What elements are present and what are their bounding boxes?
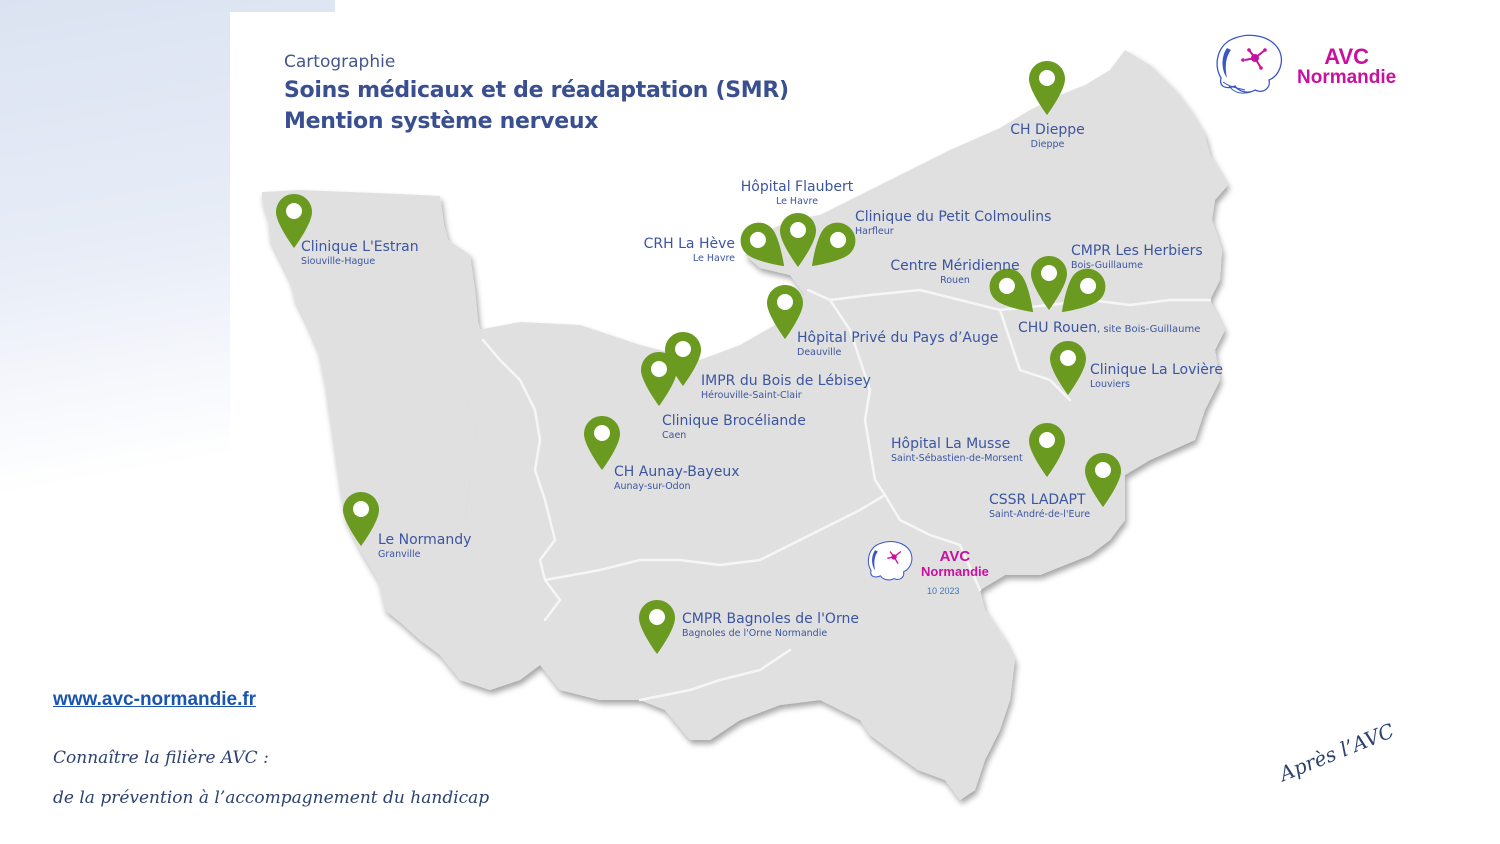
- map-pin-icon[interactable]: [639, 600, 675, 654]
- region-main: [465, 50, 1228, 800]
- logo-text-normandie: Normandie: [1297, 67, 1397, 89]
- facility-label: CH Dieppe Dieppe: [1010, 122, 1085, 150]
- facility-label: CMPR Les Herbiers Bois-Guillaume: [1071, 243, 1203, 271]
- map-pin-icon[interactable]: [584, 416, 620, 470]
- page-subtitle: Cartographie: [284, 52, 396, 72]
- facility-label: Hôpital Privé du Pays d’Auge Deauville: [797, 330, 999, 358]
- facility-label: Clinique Brocéliande Caen: [662, 413, 806, 441]
- map-pin-icon[interactable]: [343, 492, 379, 546]
- logo-text-avc: AVC: [939, 547, 971, 565]
- map-pin-icon[interactable]: [1031, 256, 1067, 310]
- website-link[interactable]: www.avc-normandie.fr: [53, 689, 257, 710]
- logo-text-avc: AVC: [1324, 43, 1370, 69]
- facility-label: Clinique La Lovière Louviers: [1090, 362, 1223, 390]
- page-title-mention: Mention système nerveux: [284, 109, 599, 134]
- logo-text-normandie: Normandie: [921, 563, 989, 579]
- facility-label: Clinique du Petit Colmoulins Harfleur: [855, 209, 1052, 237]
- region-manche: [262, 190, 540, 690]
- facility-label: Hôpital Flaubert Le Havre: [740, 179, 854, 207]
- map-pin-icon[interactable]: [641, 352, 677, 406]
- facility-label: CMPR Bagnoles de l'Orne Bagnoles de l'Or…: [682, 611, 859, 639]
- facility-label: IMPR du Bois de Lébisey Hérouville-Saint…: [701, 373, 871, 401]
- map-pin-icon[interactable]: [1050, 341, 1086, 395]
- page-title: Soins médicaux et de réadaptation (SMR): [284, 78, 789, 103]
- map-pin-icon[interactable]: [1029, 423, 1065, 477]
- map-pin-icon[interactable]: [1085, 453, 1121, 507]
- facility-label: Centre Méridienne Rouen: [890, 258, 1020, 286]
- logo-date: 10 2023: [927, 586, 960, 596]
- page-header: Cartographie Soins médicaux et de réadap…: [284, 52, 789, 134]
- avc-normandie-map-logo: AVC Normandie 10 2023: [865, 538, 989, 596]
- brain-network-icon: [1213, 30, 1285, 103]
- avc-normandie-logo: AVC Normandie: [1213, 30, 1396, 103]
- facility-label: Clinique L'Estran Siouville-Hague: [301, 239, 419, 267]
- facility-label: Le Normandy Granville: [378, 532, 472, 560]
- facility-label: CRH La Hève Le Havre: [643, 236, 735, 264]
- facility-label: Hôpital La Musse Saint-Sébastien-de-Mors…: [891, 436, 1023, 464]
- facility-label: CH Aunay-Bayeux Aunay-sur-Odon: [614, 464, 740, 492]
- facility-label: CHU Rouen, site Bois-Guillaume: [1018, 320, 1201, 336]
- tagline-line1: Connaître la filière AVC :: [53, 748, 269, 768]
- tagline-line2: de la prévention à l’accompagnement du h…: [53, 788, 490, 808]
- brain-network-icon: [865, 538, 915, 589]
- map-pin-icon[interactable]: [1029, 61, 1065, 115]
- facility-label: CSSR LADAPT Saint-André-de-l'Eure: [989, 492, 1091, 520]
